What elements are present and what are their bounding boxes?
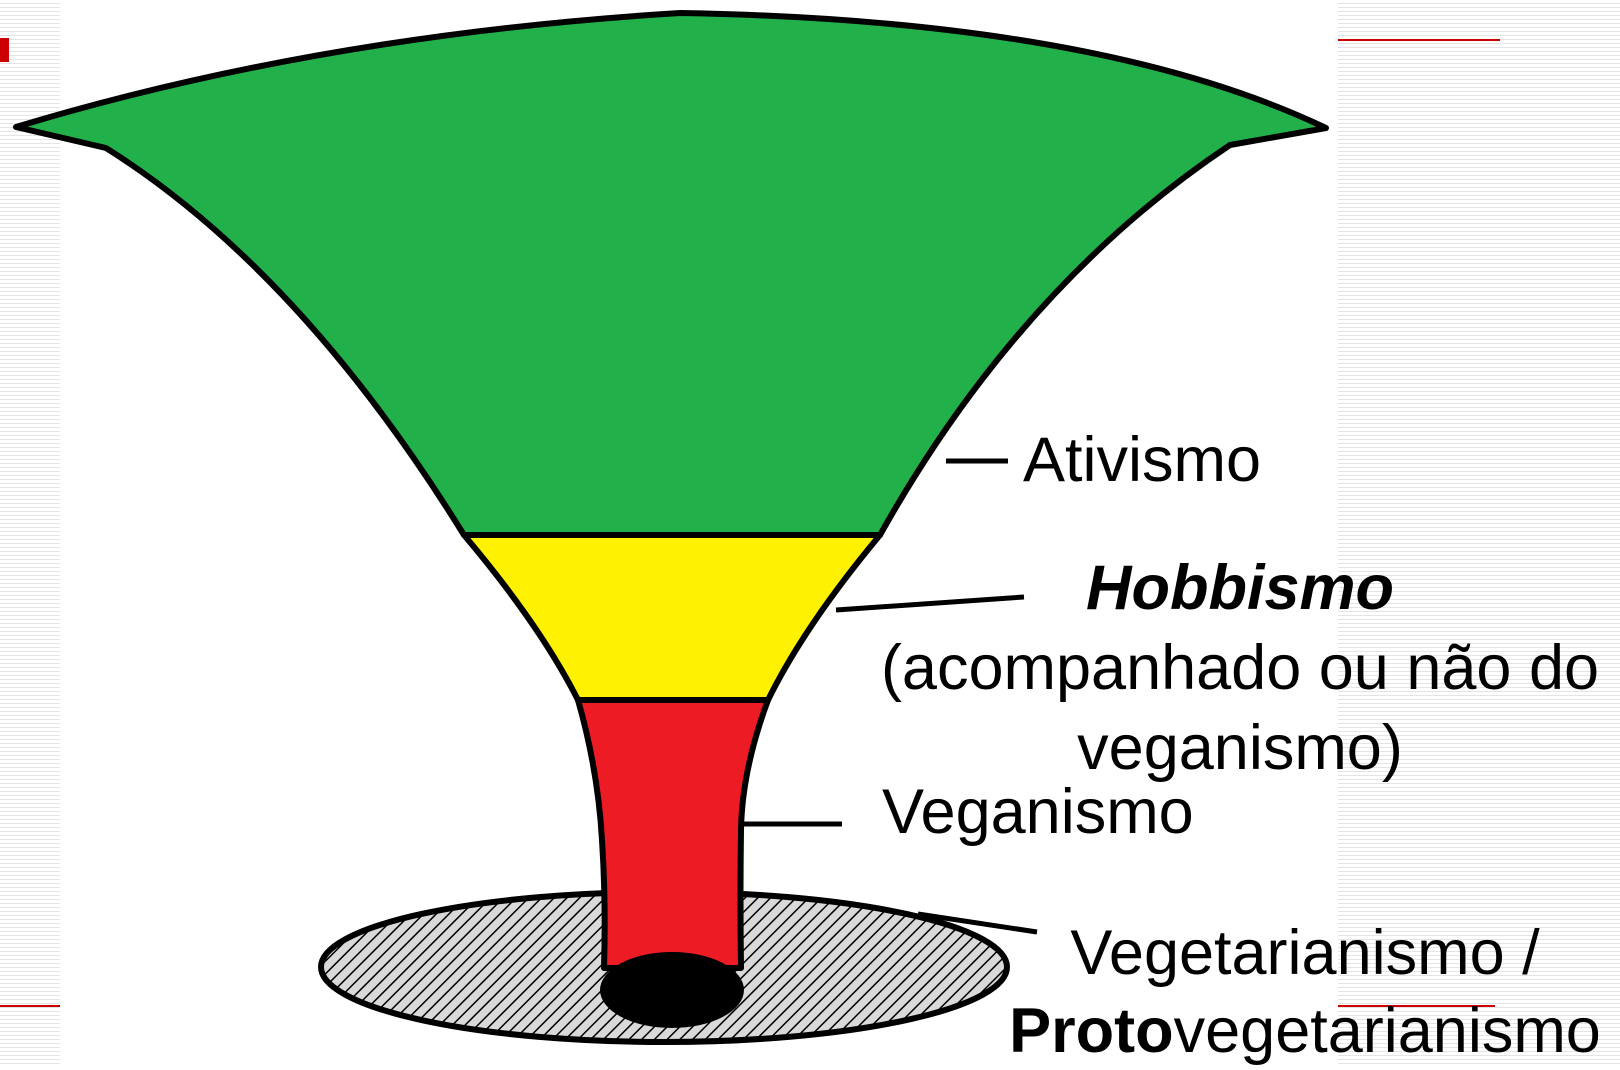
label-vegetarianismo-block: Vegetarianismo / Protovegetarianismo bbox=[990, 914, 1620, 1070]
label-hobbismo-line3: veganismo) bbox=[860, 708, 1620, 788]
label-proto-suffix: vegetarianismo bbox=[1174, 996, 1601, 1066]
slide-bullet-marker bbox=[0, 38, 9, 62]
label-proto-prefix: Proto bbox=[1009, 996, 1173, 1066]
hobbismo-section bbox=[464, 535, 880, 700]
label-ativismo: Ativismo bbox=[1023, 429, 1261, 492]
label-hobbismo-block: Hobbismo (acompanhado ou não do veganism… bbox=[860, 548, 1620, 788]
label-vegetarianismo-line1: Vegetarianismo / bbox=[990, 914, 1620, 992]
veganismo-section bbox=[578, 700, 768, 968]
label-veganismo: Veganismo bbox=[882, 781, 1194, 844]
label-hobbismo-title: Hobbismo bbox=[860, 548, 1620, 628]
label-protovegetarianismo: Protovegetarianismo bbox=[990, 992, 1620, 1070]
funnel-outlet-hole bbox=[600, 952, 744, 1028]
label-hobbismo-line2: (acompanhado ou não do bbox=[860, 628, 1620, 708]
